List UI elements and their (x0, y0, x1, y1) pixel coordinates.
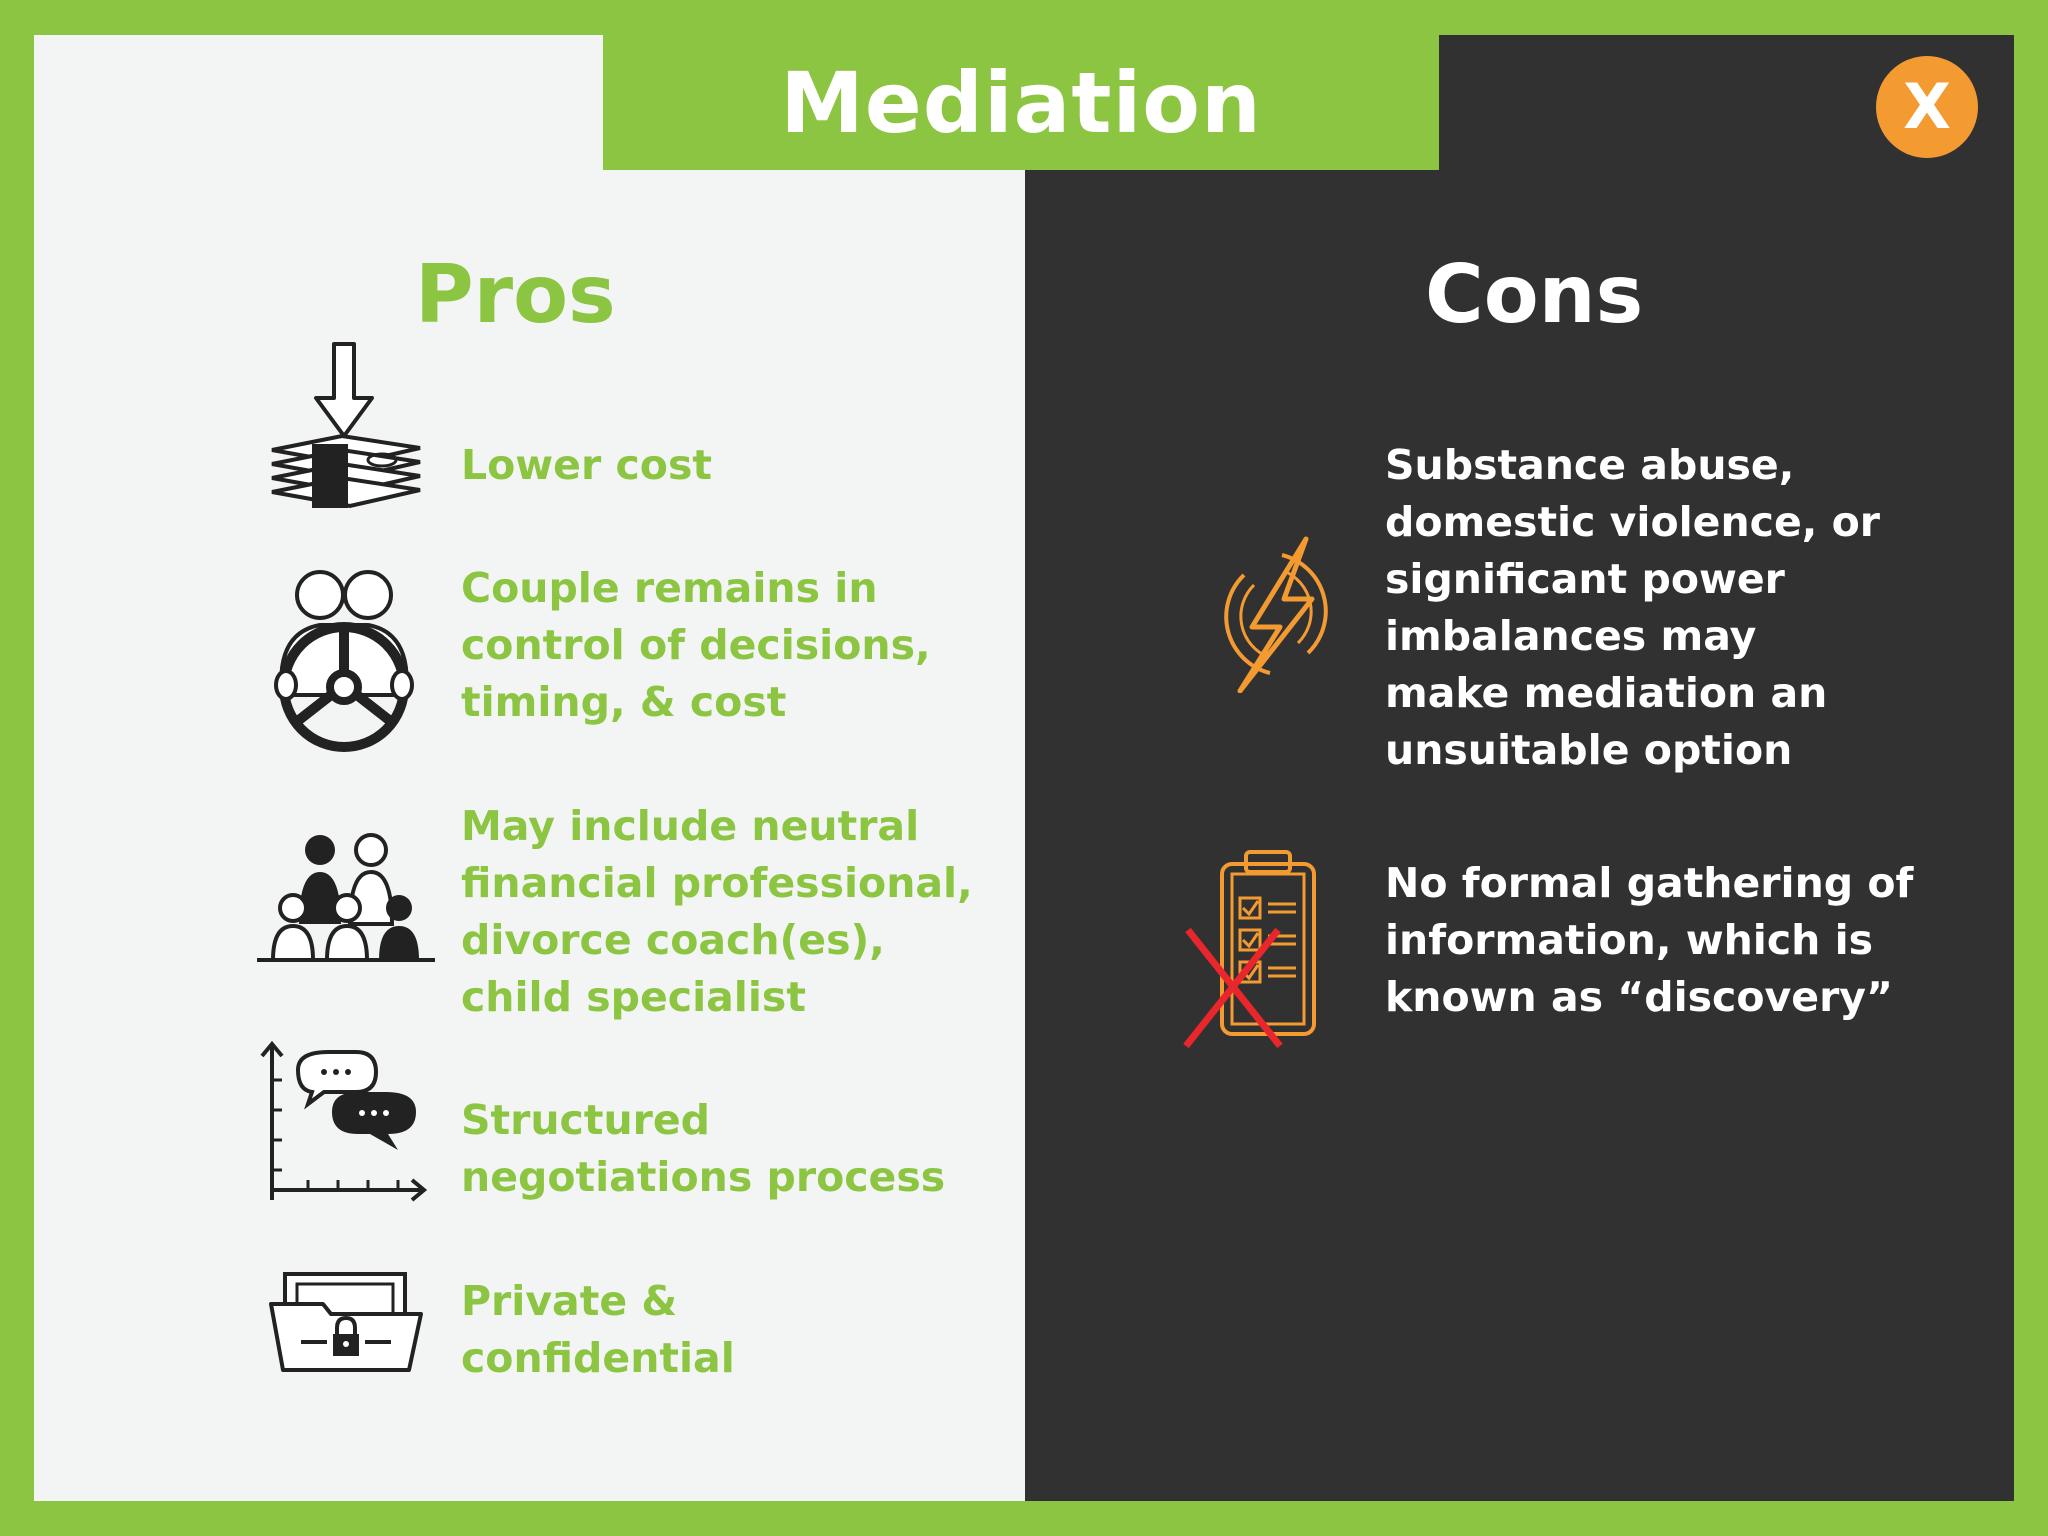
pro-item-2: Couple remains in control of decisions, … (461, 560, 931, 731)
con-item-1-line-4: imbalances may (1385, 612, 1757, 660)
couple-steering-wheel-icon (274, 570, 414, 752)
pro-item-1-line-1: Lower cost (461, 441, 712, 489)
pro-item-2-line-2: control of decisions, (461, 621, 931, 669)
con-item-2-line-3: known as “discovery” (1385, 973, 1893, 1021)
pro-item-4: Structured negotiations process (461, 1092, 945, 1206)
close-label: X (1903, 70, 1951, 143)
money-down-icon (271, 342, 421, 509)
pro-item-3-line-4: child specialist (461, 973, 806, 1021)
cons-heading: Cons (1425, 248, 1644, 341)
page-title: Mediation (780, 53, 1262, 152)
con-item-2-line-2: information, which is (1385, 916, 1874, 964)
con-item-2-line-1: No formal gathering of (1385, 859, 1914, 907)
con-item-1-line-3: significant power (1385, 555, 1785, 603)
con-item-1: Substance abuse, domestic violence, or s… (1385, 437, 1880, 779)
pro-item-3-line-1: May include neutral (461, 802, 920, 850)
pro-item-5-line-1: Private & (461, 1277, 678, 1325)
pro-item-2-line-1: Couple remains in (461, 564, 878, 612)
clipboard-cross-icon (1183, 850, 1316, 1049)
pro-item-1: Lower cost (461, 437, 712, 494)
con-item-2: No formal gathering of information, whic… (1385, 855, 1913, 1026)
locked-folder-icon (269, 1272, 423, 1372)
group-people-icon (257, 833, 435, 962)
pro-item-2-line-3: timing, & cost (461, 678, 787, 726)
pro-item-3: May include neutral financial profession… (461, 798, 973, 1026)
pro-item-3-line-2: financial professional, (461, 859, 973, 907)
pro-item-3-line-3: divorce coach(es), (461, 916, 885, 964)
pro-item-4-line-2: negotiations process (461, 1153, 946, 1201)
close-button[interactable]: X (1876, 56, 1978, 158)
con-item-1-line-5: make mediation an (1385, 669, 1828, 717)
pros-heading: Pros (415, 248, 616, 341)
chat-chart-icon (260, 1040, 428, 1202)
title-bar: Mediation (603, 35, 1439, 170)
pros-panel (34, 35, 1025, 1501)
pro-item-5: Private & confidential (461, 1273, 735, 1387)
cons-panel (1025, 35, 2014, 1501)
con-item-1-line-6: unsuitable option (1385, 726, 1793, 774)
lightning-bolt-icon (1224, 536, 1328, 693)
pro-item-5-line-2: confidential (461, 1334, 735, 1382)
con-item-1-line-2: domestic violence, or (1385, 498, 1881, 546)
con-item-1-line-1: Substance abuse, (1385, 441, 1795, 489)
pro-item-4-line-1: Structured (461, 1096, 711, 1144)
